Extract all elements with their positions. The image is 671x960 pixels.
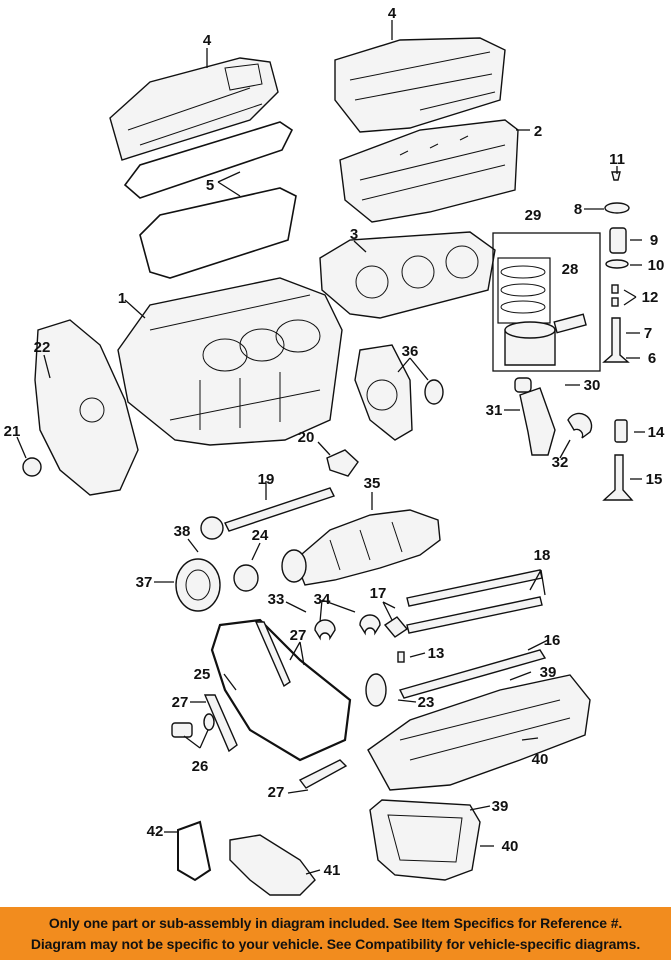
sensor-20 (326, 449, 359, 477)
valve-cover-right (334, 37, 506, 133)
upper-oil-pan (367, 674, 591, 791)
callout-27-mid: 27 (172, 694, 189, 711)
callout-25: 25 (194, 666, 211, 683)
callout-30: 30 (584, 377, 601, 394)
callout-22: 22 (34, 339, 51, 356)
callout-21: 21 (4, 423, 21, 440)
camshafts (365, 569, 547, 707)
callout-42: 42 (147, 823, 164, 840)
callout-38: 38 (174, 523, 191, 540)
callout-16: 16 (544, 632, 561, 649)
callout-27-top: 27 (290, 627, 307, 644)
crankshaft (281, 509, 441, 586)
callout-26: 26 (192, 758, 209, 775)
connecting-rod (514, 377, 593, 456)
engine-block (117, 277, 343, 446)
callout-5: 5 (206, 177, 214, 194)
callout-31: 31 (486, 402, 503, 419)
callout-24: 24 (252, 527, 269, 544)
callout-15: 15 (646, 471, 663, 488)
callout-12: 12 (642, 289, 659, 306)
callout-9: 9 (650, 232, 658, 249)
callout-33: 33 (268, 591, 285, 608)
callout-32: 32 (552, 454, 569, 471)
tensioner (171, 713, 215, 738)
callout-39-top: 39 (540, 664, 557, 681)
disclaimer-banner: Only one part or sub-assembly in diagram… (0, 907, 671, 960)
callout-2: 2 (534, 123, 542, 140)
valve-cover-gasket-left (123, 121, 297, 279)
piston-kit-box (492, 232, 601, 372)
callout-23: 23 (418, 694, 435, 711)
valve-train-parts (602, 171, 634, 501)
cylinder-head (339, 119, 519, 223)
bearings (314, 614, 409, 663)
callout-13: 13 (428, 645, 445, 662)
callout-7: 7 (644, 325, 652, 342)
callout-40-low: 40 (502, 838, 519, 855)
callout-labels: 4 4 2 5 11 8 9 29 10 28 3 12 7 6 1 22 36… (4, 5, 665, 879)
callout-20: 20 (298, 429, 315, 446)
rear-cover (354, 344, 444, 441)
lower-oil-pan (369, 799, 481, 881)
callout-10: 10 (648, 257, 665, 274)
callout-28: 28 (562, 261, 579, 278)
callout-41: 41 (324, 862, 341, 879)
callout-27-low: 27 (268, 784, 285, 801)
disclaimer-line-2: Diagram may not be specific to your vehi… (30, 936, 641, 952)
oil-pump-belt (177, 820, 316, 896)
callout-29: 29 (525, 207, 542, 224)
callout-11: 11 (609, 151, 625, 168)
callout-17: 17 (370, 585, 387, 602)
leader-lines (16, 20, 645, 875)
callout-37: 37 (136, 574, 153, 591)
head-gasket (319, 231, 496, 319)
damper-pulley (175, 558, 259, 612)
callout-1: 1 (118, 290, 126, 307)
timing-cover (22, 319, 139, 496)
callout-8: 8 (574, 201, 582, 218)
callout-18: 18 (534, 547, 551, 564)
callout-4-right: 4 (388, 5, 397, 22)
callout-6: 6 (648, 350, 656, 367)
callout-39-low: 39 (492, 798, 509, 815)
parts-diagram: 4 4 2 5 11 8 9 29 10 28 3 12 7 6 1 22 36… (4, 5, 665, 896)
callout-40-top: 40 (532, 751, 549, 768)
callout-3: 3 (350, 226, 358, 243)
callout-4-left: 4 (203, 32, 212, 49)
disclaimer-line-1: Only one part or sub-assembly in diagram… (48, 915, 623, 931)
callout-35: 35 (364, 475, 381, 492)
valve-cover-left (109, 57, 279, 161)
callout-19: 19 (258, 471, 275, 488)
callout-34: 34 (314, 591, 331, 608)
callout-36: 36 (402, 343, 419, 360)
timing-chain (203, 618, 352, 789)
intermediate-shaft (200, 487, 335, 540)
callout-14: 14 (648, 424, 665, 441)
